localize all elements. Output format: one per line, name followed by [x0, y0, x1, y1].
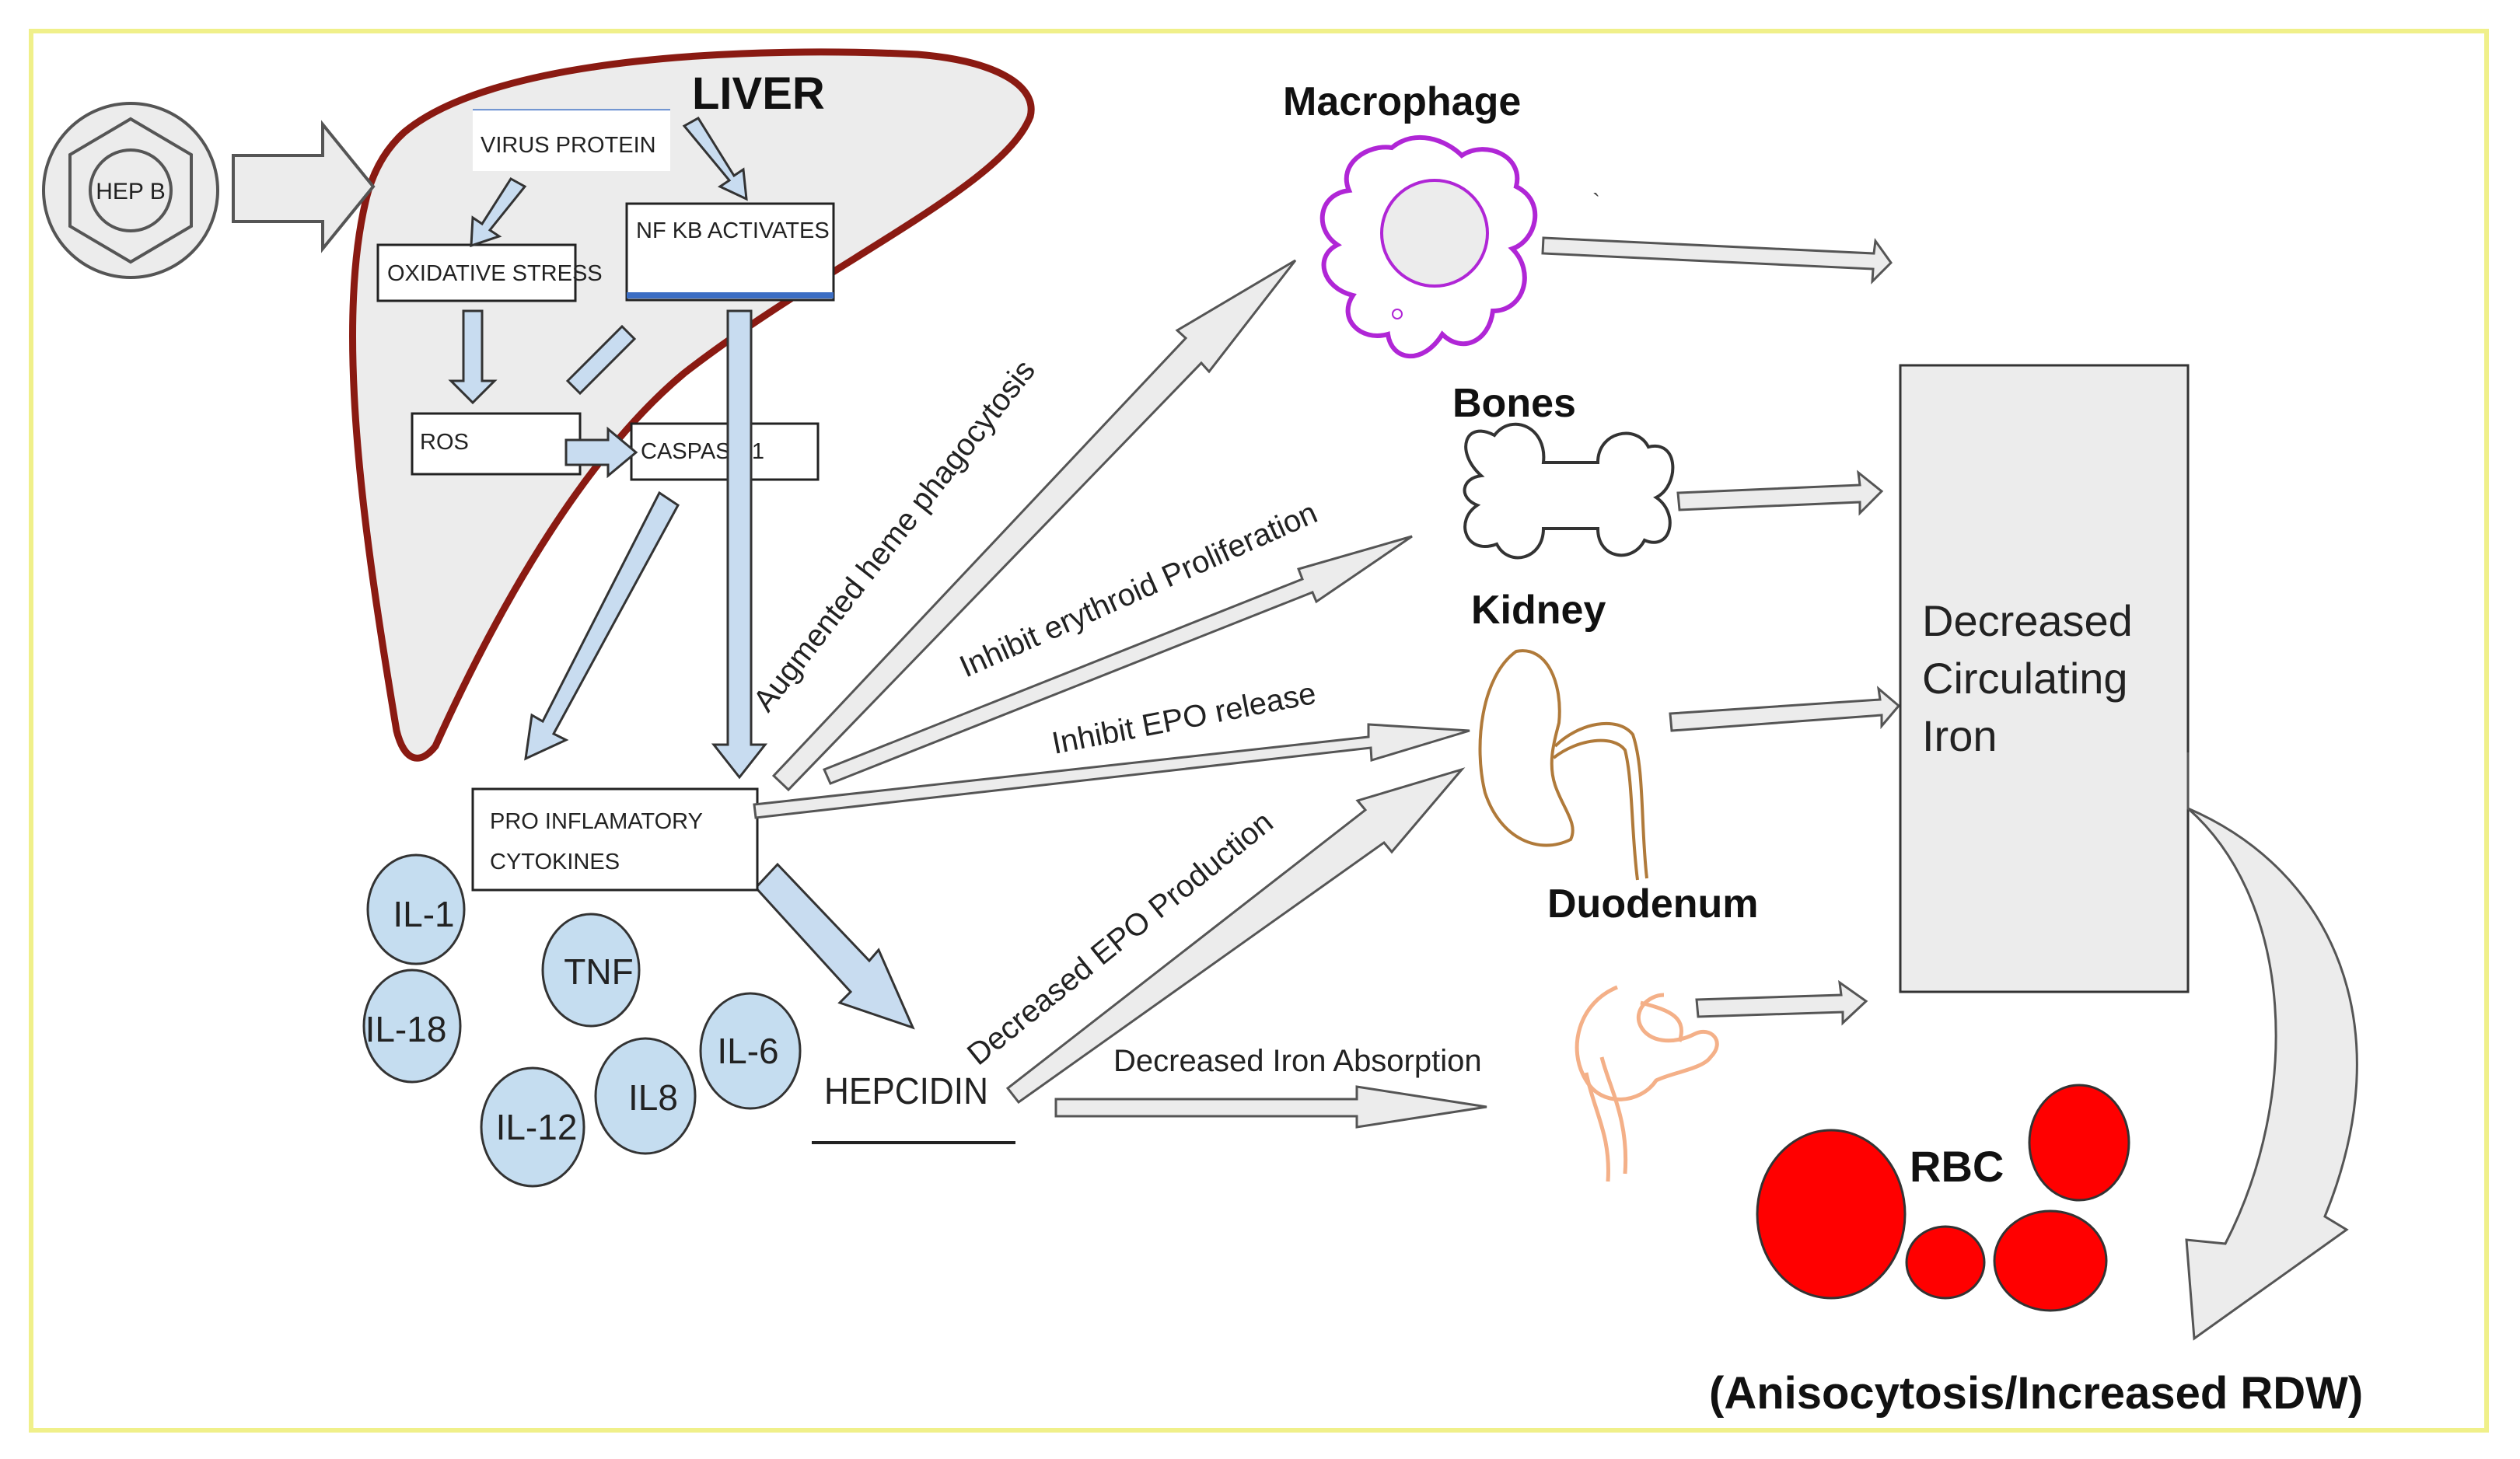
arrow-ros-to-caspase	[564, 426, 638, 479]
kidney-icon	[1478, 649, 1648, 881]
kidney-title: Kidney	[1471, 588, 1606, 633]
rbc-cell-top-right	[2028, 1084, 2130, 1202]
rbc-label: RBC	[1910, 1142, 2004, 1191]
decreased-iron-line1: Decreased	[1922, 596, 2133, 645]
virus-protein-box: VIRUS PROTEIN	[473, 109, 670, 171]
oxidative-stress-label: OXIDATIVE STRESS	[387, 261, 603, 286]
virus-protein-label: VIRUS PROTEIN	[481, 133, 656, 158]
arrow-caspase-to-cytokines	[524, 490, 680, 761]
il12-circle: IL-12	[480, 1066, 585, 1188]
edge-label-decreased-absorption: Decreased Iron Absorption	[1113, 1044, 1482, 1078]
il6-circle: IL-6	[699, 992, 802, 1110]
nf-kb-label: NF KB ACTIVATES	[636, 218, 830, 243]
il1-label: IL-1	[393, 894, 454, 934]
duodenum-icon	[1575, 985, 1719, 1182]
diagram-frame	[29, 29, 2489, 1433]
il1-circle: IL-1	[366, 853, 466, 965]
arrow-to-kidney-epo	[753, 723, 1470, 819]
ros-label: ROS	[420, 430, 469, 455]
il6-label: IL-6	[717, 1031, 778, 1071]
arrow-hepb-to-liver	[232, 120, 376, 253]
duodenum-title: Duodenum	[1547, 881, 1759, 927]
anisocytosis-caption: (Anisocytosis/Increased RDW)	[1709, 1368, 2363, 1419]
decreased-iron-line2: Circulating	[1922, 654, 2128, 703]
hep-b-label: HEP B	[96, 179, 166, 204]
liver-shape	[348, 48, 1035, 762]
arrow-kidney-to-iron	[1669, 686, 1901, 732]
macrophage-title: Macrophage	[1283, 79, 1521, 124]
bones-title: Bones	[1452, 381, 1576, 426]
hep-b-icon: HEP B	[42, 102, 219, 279]
tnf-label: TNF	[564, 951, 633, 992]
pro-inflammatory-box: PRO INFLAMATORY CYTOKINES	[471, 787, 759, 892]
cytokine-cluster: IL-1 IL-18 TNF IL-6 IL-12 IL8	[362, 853, 802, 1188]
rbc-cell-large	[1756, 1129, 1907, 1300]
arrow-to-duodenum	[1054, 1085, 1487, 1129]
bone-icon	[1463, 422, 1675, 560]
hepcidin-label: HEPCIDIN	[824, 1070, 988, 1112]
decreased-iron-box: Decreased Circulating Iron	[1899, 364, 2190, 993]
liver-title: LIVER	[692, 68, 825, 119]
arrow-duodenum-out	[1695, 979, 1868, 1026]
rbc-cluster: RBC	[1756, 1084, 2130, 1312]
arrow-cytokines-to-hepcidin	[753, 862, 915, 1030]
oxidative-stress-box: OXIDATIVE STRESS	[376, 243, 603, 302]
rbc-cell-medium	[1993, 1209, 2108, 1312]
nf-kb-box: NF KB ACTIVATES	[625, 202, 835, 302]
arrow-macrophage-out	[1541, 236, 1893, 284]
pro-inflammatory-label-line1: PRO INFLAMATORY	[490, 809, 703, 834]
caspase-box: CASPASE 1	[630, 422, 820, 481]
arrow-nfkb-to-cytokines	[711, 309, 768, 780]
hepcidin-node: HEPCIDIN	[812, 1070, 1015, 1144]
pathway-arrows	[753, 236, 1901, 1129]
il8-label: IL8	[628, 1077, 678, 1118]
arrow-ros-to-nfkb	[565, 324, 637, 396]
arrow-oxidative-to-ros	[448, 309, 498, 405]
liver-internal-arrows	[448, 116, 915, 1030]
il18-circle: IL-18	[362, 969, 462, 1084]
arrow-to-kidney-production	[1005, 767, 1466, 1105]
il8-circle: IL8	[594, 1037, 697, 1155]
pro-inflammatory-label-line2: CYTOKINES	[490, 850, 620, 874]
arrow-to-bones	[822, 535, 1413, 785]
rbc-cell-small	[1905, 1225, 1986, 1300]
arrow-virus-to-nfkb	[682, 116, 748, 201]
stray-mark: `	[1592, 190, 1600, 215]
il18-label: IL-18	[365, 1009, 447, 1049]
ros-box: ROS	[411, 412, 582, 476]
arrow-virus-to-oxidative	[470, 177, 527, 248]
il12-label: IL-12	[496, 1107, 578, 1147]
arrow-to-macrophage	[771, 259, 1297, 792]
arrow-iron-to-rbc	[2185, 752, 2358, 1341]
decreased-iron-line3: Iron	[1922, 711, 1997, 760]
arrow-bones-to-iron	[1676, 469, 1884, 516]
tnf-circle: TNF	[541, 913, 641, 1028]
macrophage-icon	[1319, 134, 1538, 359]
